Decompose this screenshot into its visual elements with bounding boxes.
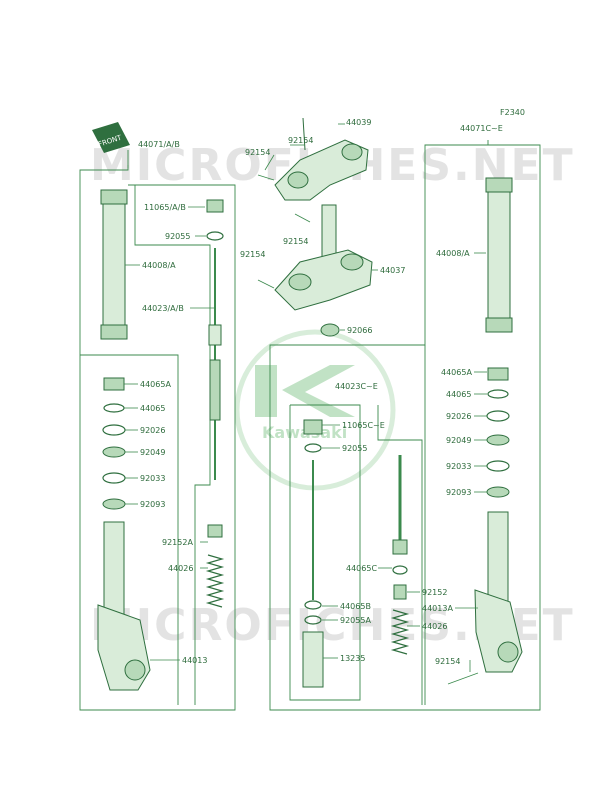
label-44071ab: 44071/A/B xyxy=(138,140,180,149)
label-44065b: 44065B xyxy=(340,602,371,611)
label-92066: 92066 xyxy=(347,326,372,335)
label-44065a-left: 44065A xyxy=(140,380,171,389)
label-44023ab: 44023/A/B xyxy=(142,304,184,313)
leader-lines xyxy=(124,123,487,672)
label-92055-center: 92055 xyxy=(342,444,367,453)
label-44026-center: 44026 xyxy=(422,622,447,631)
center-damper-rod xyxy=(390,455,410,655)
label-92049-left: 92049 xyxy=(140,448,165,457)
label-92093-right: 92093 xyxy=(446,488,471,497)
upper-clamp xyxy=(274,117,369,201)
figure-code: F2340 xyxy=(500,108,525,117)
label-44023ce: 44023C~E xyxy=(335,382,378,391)
label-44065-right: 44065 xyxy=(446,390,471,399)
label-92093-left: 92093 xyxy=(140,500,165,509)
label-92152a: 92152A xyxy=(162,538,193,547)
clamp-bolts xyxy=(257,174,479,685)
label-92026-right: 92026 xyxy=(446,412,471,421)
label-44026-left: 44026 xyxy=(168,564,193,573)
left-fork-tube xyxy=(100,189,128,340)
front-arrow-icon: FRONT xyxy=(92,122,130,153)
label-92033-right: 92033 xyxy=(446,462,471,471)
label-92033-left: 92033 xyxy=(140,474,165,483)
label-44065-left: 44065 xyxy=(140,404,165,413)
label-44039: 44039 xyxy=(346,118,371,127)
label-92154-b: 92154 xyxy=(245,148,270,157)
label-92026-left: 92026 xyxy=(140,426,165,435)
label-11065ab: 11065/A/B xyxy=(144,203,186,212)
right-outer-tube xyxy=(474,511,523,673)
label-92152: 92152 xyxy=(422,588,447,597)
label-44071ce: 44071C~E xyxy=(460,124,503,133)
label-92154-d: 92154 xyxy=(240,250,265,259)
right-seals xyxy=(486,367,510,498)
left-outer-tube xyxy=(97,521,151,691)
label-92154-c: 92154 xyxy=(283,237,308,246)
label-44013a: 44013A xyxy=(422,604,453,613)
kawasaki-logo-watermark: Kawasaki xyxy=(234,329,396,491)
label-44065a-right: 44065A xyxy=(441,368,472,377)
left-cartridge xyxy=(205,199,225,608)
label-44008a-left: 44008/A xyxy=(142,261,176,270)
label-92154-e: 92154 xyxy=(435,657,460,666)
label-44008a-right: 44008/A xyxy=(436,249,470,258)
label-13235: 13235 xyxy=(340,654,365,663)
label-92055-left: 92055 xyxy=(165,232,190,241)
label-92055a: 92055A xyxy=(340,616,371,625)
label-92049-right: 92049 xyxy=(446,436,471,445)
label-44037: 44037 xyxy=(380,266,405,275)
lower-clamp-stem xyxy=(274,204,373,337)
center-cartridge xyxy=(302,419,324,688)
part-labels: 44071/A/B 44071C~E 44039 92154 92154 921… xyxy=(138,118,503,666)
right-fork-tube xyxy=(485,177,513,333)
label-11065ce: 11065C~E xyxy=(342,421,385,430)
label-44065c: 44065C xyxy=(346,564,377,573)
label-44013: 44013 xyxy=(182,656,207,665)
right-fork-frame xyxy=(269,140,541,711)
label-92154-a: 92154 xyxy=(288,136,313,145)
left-seals xyxy=(102,377,126,510)
